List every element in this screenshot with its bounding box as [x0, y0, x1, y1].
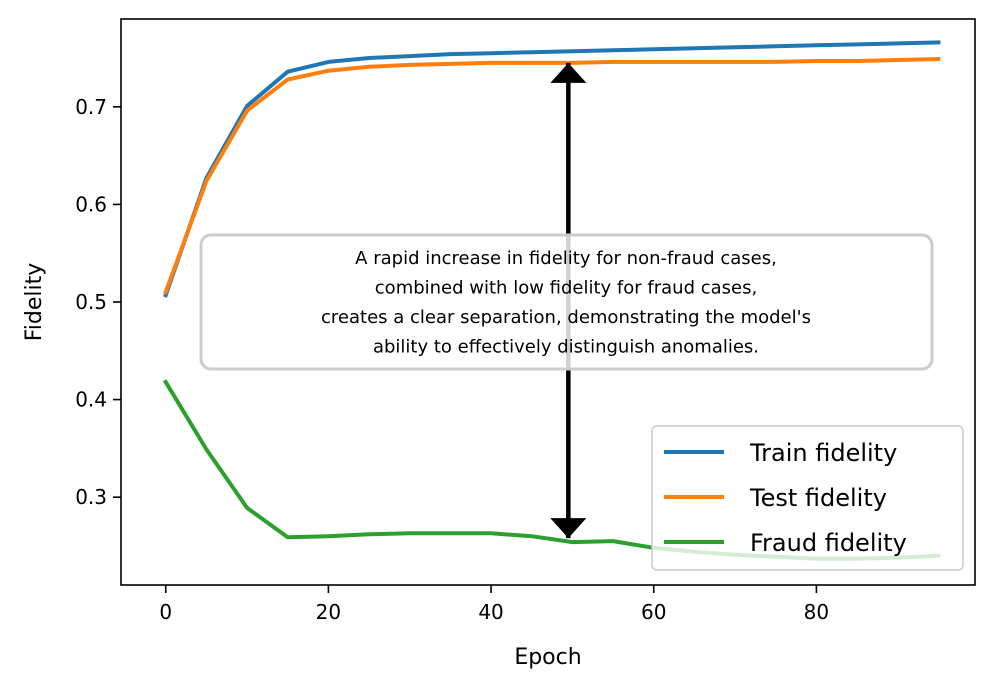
y-axis-ticks: 0.3 0.4 0.5 0.6 0.7 — [75, 95, 121, 509]
annotation-line: creates a clear separation, demonstratin… — [321, 307, 811, 328]
x-tick-label: 20 — [316, 600, 341, 624]
x-tick-label: 0 — [159, 600, 172, 624]
series-line-0 — [163, 40, 941, 298]
x-tick-label: 80 — [804, 600, 829, 624]
annotation-box — [199, 233, 934, 371]
annotation-line: ability to effectively distinguish anoma… — [373, 337, 759, 358]
y-tick-label: 0.7 — [75, 95, 107, 119]
annotation-layer: A rapid increase in fidelity for non-fra… — [199, 233, 934, 371]
x-tick-label: 40 — [478, 600, 503, 624]
annotation-line: A rapid increase in fidelity for non-fra… — [355, 248, 777, 269]
y-tick-label: 0.5 — [75, 290, 107, 314]
y-tick-label: 0.4 — [75, 388, 107, 412]
legend-box — [651, 425, 964, 571]
x-tick-label: 60 — [641, 600, 666, 624]
y-axis-label: Fidelity — [22, 263, 47, 342]
x-axis-ticks: 0 20 40 60 80 — [159, 585, 829, 624]
annotation-line: combined with low fidelity for fraud cas… — [375, 278, 757, 299]
series-line-1 — [163, 56, 941, 295]
legend-label-1: Test fidelity — [749, 484, 887, 512]
legend-label-2: Fraud fidelity — [750, 529, 907, 557]
y-tick-label: 0.6 — [75, 192, 107, 216]
x-axis-label: Epoch — [514, 645, 581, 670]
legend-label-0: Train fidelity — [749, 439, 897, 467]
y-tick-label: 0.3 — [75, 485, 107, 509]
